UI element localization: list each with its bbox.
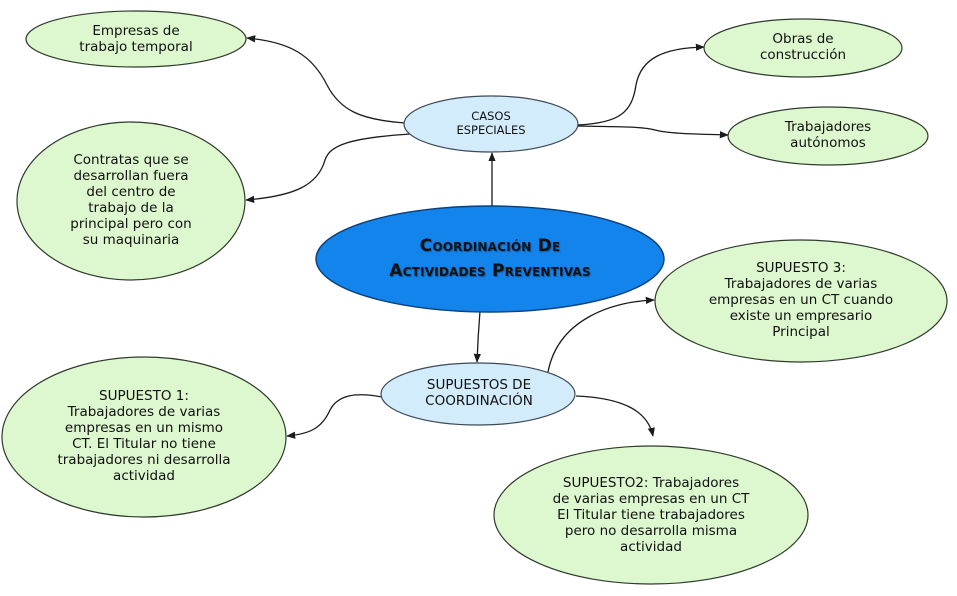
- connector-supuestos-to-supuesto2: [575, 395, 655, 437]
- connector-casos-to-autonomos: [577, 125, 729, 139]
- hub-casos-especiales: CASOS ESPECIALES: [456, 109, 526, 137]
- connector-supuestos-to-supuesto3: [547, 296, 655, 373]
- central-topic-line1: Coordinación De: [419, 236, 561, 257]
- leaf-supuesto-2: SUPUESTO2: Trabajadores de varias empres…: [552, 475, 750, 555]
- leaf-obras-construccion: Obras de construcción: [759, 31, 847, 63]
- node-supuesto3-shape: [654, 239, 948, 363]
- connector-casos-to-empresas: [246, 35, 407, 124]
- node-obras-construccion-shape: [703, 18, 903, 78]
- connector-supuestos-to-supuesto1: [286, 394, 383, 439]
- connector-casos-to-obras: [577, 43, 705, 126]
- leaf-contratas-fuera-centro: Contratas que se desarrollan fuera del c…: [70, 152, 192, 248]
- node-contratas-shape: [16, 121, 246, 281]
- node-supuestos-shape: [380, 362, 576, 426]
- leaf-empresas-trabajo-temporal: Empresas de trabajo temporal: [79, 23, 193, 55]
- leaf-supuesto-1: SUPUESTO 1: Trabajadores de varias empre…: [57, 388, 231, 484]
- leaf-trabajadores-autonomos: Trabajadores autónomos: [784, 119, 872, 151]
- node-supuesto2-shape: [493, 445, 809, 585]
- node-trabajadores-autonomos-shape: [727, 106, 929, 166]
- hub-supuestos-de-coordinacion: SUPUESTOS DE COORDINACIÓN: [425, 377, 533, 409]
- node-casos-especiales-shape: [403, 95, 579, 153]
- connector-central-to-supuestos: [473, 310, 481, 363]
- node-central-shape: [315, 205, 665, 313]
- node-empresas-trabajo-temporal-shape: [25, 10, 247, 68]
- central-topic: Coordinación De Actividades Preventivas: [316, 206, 664, 312]
- central-topic-line2: Actividades Preventivas: [389, 261, 591, 281]
- node-supuesto1-shape: [1, 356, 287, 518]
- leaf-supuesto-3: SUPUESTO 3: Trabajadores de varias empre…: [708, 260, 894, 340]
- connector-casos-to-contratas: [245, 133, 411, 203]
